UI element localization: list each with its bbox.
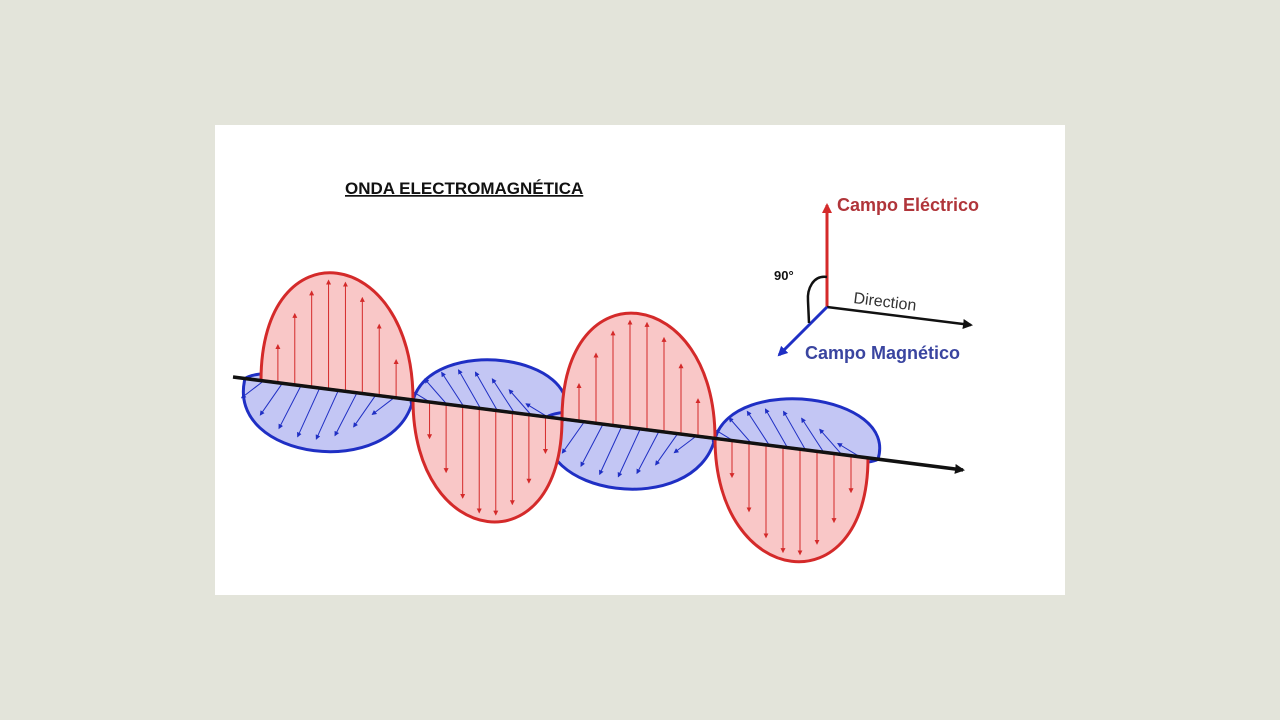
magnetic-vector <box>297 387 321 438</box>
magnetic-field-label: Campo Magnético <box>805 343 960 363</box>
axes-legend: 90° Campo Eléctrico Campo Magnético Dire… <box>774 195 979 363</box>
magnetic-vector <box>801 417 825 453</box>
magnetic-vector <box>617 428 641 478</box>
magnetic-axis-arrow <box>777 305 829 357</box>
magnetic-field-lobes <box>240 358 882 491</box>
magnetic-vector <box>783 410 806 451</box>
magnetic-vector <box>599 426 623 476</box>
angle-label: 90° <box>774 268 794 283</box>
electric-field-lobes <box>259 271 870 564</box>
magnetic-vector <box>424 378 448 405</box>
magnetic-vector <box>728 417 752 444</box>
magnetic-vector <box>561 421 585 454</box>
magnetic-vector <box>371 397 395 416</box>
em-wave-diagram: ONDA ELECTROMAGNÉTICA 90° Campo Eléctric… <box>232 179 979 564</box>
electric-lobe <box>259 271 415 402</box>
magnetic-vector <box>636 431 660 475</box>
magnetic-vector <box>441 371 465 407</box>
direction-axis-arrow <box>826 305 973 329</box>
right-angle-arc-icon <box>806 275 828 324</box>
electric-lobe <box>411 398 564 524</box>
magnetic-vector <box>474 371 498 411</box>
magnetic-vector <box>819 428 843 455</box>
magnetic-vector <box>334 392 358 437</box>
magnetic-vector <box>746 410 770 446</box>
magnetic-vector <box>491 378 515 414</box>
magnetic-vector <box>580 423 604 468</box>
magnetic-vector <box>764 408 788 448</box>
magnetic-vector <box>673 435 697 454</box>
magnetic-vector <box>315 390 339 440</box>
electric-field-label: Campo Eléctrico <box>837 195 979 215</box>
magnetic-vector <box>655 433 679 466</box>
diagram-title: ONDA ELECTROMAGNÉTICA <box>345 179 583 198</box>
magnetic-vector <box>508 389 532 416</box>
magnetic-vector <box>278 385 302 430</box>
magnetic-vector <box>240 380 264 399</box>
magnetic-vector <box>458 369 481 409</box>
electric-lobe <box>560 311 717 441</box>
electric-lobe <box>713 436 870 564</box>
magnetic-vector <box>353 394 377 428</box>
propagation-axis <box>232 375 965 474</box>
magnetic-vector <box>259 382 283 416</box>
diagram-panel: ONDA ELECTROMAGNÉTICA 90° Campo Eléctric… <box>215 125 1065 595</box>
